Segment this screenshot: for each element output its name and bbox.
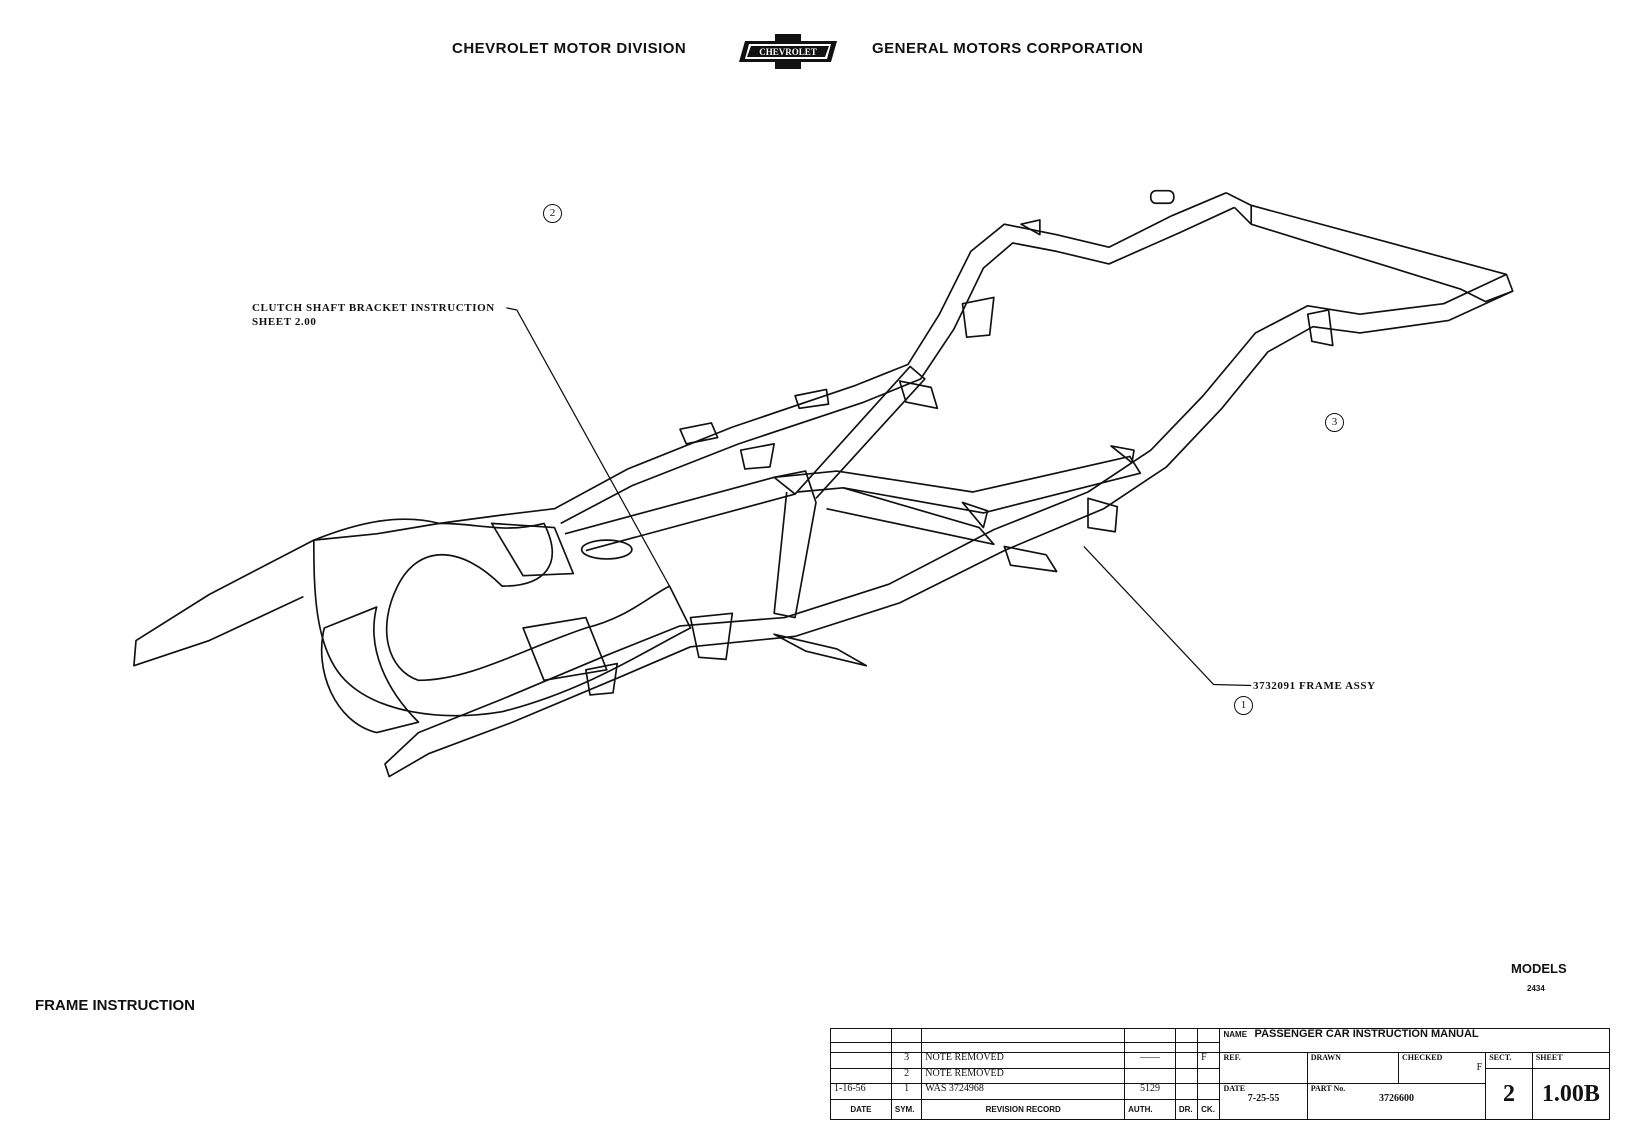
drawing-date: 7-25-55 xyxy=(1247,1093,1280,1105)
manual-name: PASSENGER CAR INSTRUCTION MANUAL xyxy=(1254,1028,1479,1040)
body-mount-bracket xyxy=(1087,497,1119,533)
body-mount-bracket xyxy=(1110,445,1135,464)
front-spring-pocket xyxy=(320,606,420,734)
front-spring-pocket-near xyxy=(522,616,608,682)
body-mount-bracket xyxy=(585,662,619,696)
body-mount-bracket xyxy=(1020,219,1041,236)
body-mount-bracket xyxy=(689,612,734,661)
x-member-diag xyxy=(794,365,926,499)
x-member-center xyxy=(773,470,817,619)
name-label: NAME xyxy=(1223,1030,1248,1039)
callout-1: 1 xyxy=(1234,696,1253,715)
x-member-front xyxy=(564,476,796,552)
clutch-label: CLUTCH SHAFT BRACKET INSTRUCTION xyxy=(252,302,495,314)
body-mount-bracket xyxy=(679,422,719,445)
part-number: 3726600 xyxy=(1378,1093,1414,1105)
body-mount-bracket xyxy=(961,501,989,529)
body-mount-bracket xyxy=(794,388,830,410)
far-side-rail-inner xyxy=(560,206,1235,525)
front-crossmember xyxy=(313,518,692,717)
section-number: 2 xyxy=(1485,1067,1533,1121)
x-member-rear xyxy=(774,455,1142,514)
callout-3: 3 xyxy=(1325,413,1344,432)
x-member-diag2 xyxy=(826,487,995,546)
chevrolet-bowtie-logo: CHEVROLET xyxy=(737,32,839,70)
body-mount-bracket xyxy=(898,380,939,410)
sheet-number: 1.00B xyxy=(1531,1067,1611,1121)
body-mount-bracket xyxy=(739,443,775,470)
models-value: 2434 xyxy=(1527,984,1545,993)
svg-text:CHEVROLET: CHEVROLET xyxy=(759,47,817,57)
bowtie-icon: CHEVROLET xyxy=(739,34,837,69)
body-mount-bracket xyxy=(961,296,995,338)
lightening-hole xyxy=(580,539,633,560)
clutch-sheet-ref: SHEET 2.00 xyxy=(252,316,317,328)
header-division: CHEVROLET MOTOR DIVISION xyxy=(452,40,687,57)
header-corporation: GENERAL MOTORS CORPORATION xyxy=(872,40,1144,57)
body-mount-bracket xyxy=(1003,545,1058,573)
body-mount-bracket xyxy=(773,633,868,667)
frame-assy-label: 3732091 FRAME ASSY xyxy=(1253,680,1376,692)
drawing-title: FRAME INSTRUCTION xyxy=(35,997,195,1014)
frame-assy-leader-line xyxy=(1083,545,1252,687)
callout-2: 2 xyxy=(543,204,562,223)
body-mount-bracket xyxy=(1306,309,1334,347)
engine-mount xyxy=(490,522,575,577)
rear-crossmember xyxy=(1225,192,1514,303)
exhaust-hanger xyxy=(1149,189,1175,205)
near-side-rail xyxy=(384,273,1514,778)
clutch-leader-line xyxy=(506,307,671,587)
models-label: MODELS xyxy=(1511,961,1567,976)
